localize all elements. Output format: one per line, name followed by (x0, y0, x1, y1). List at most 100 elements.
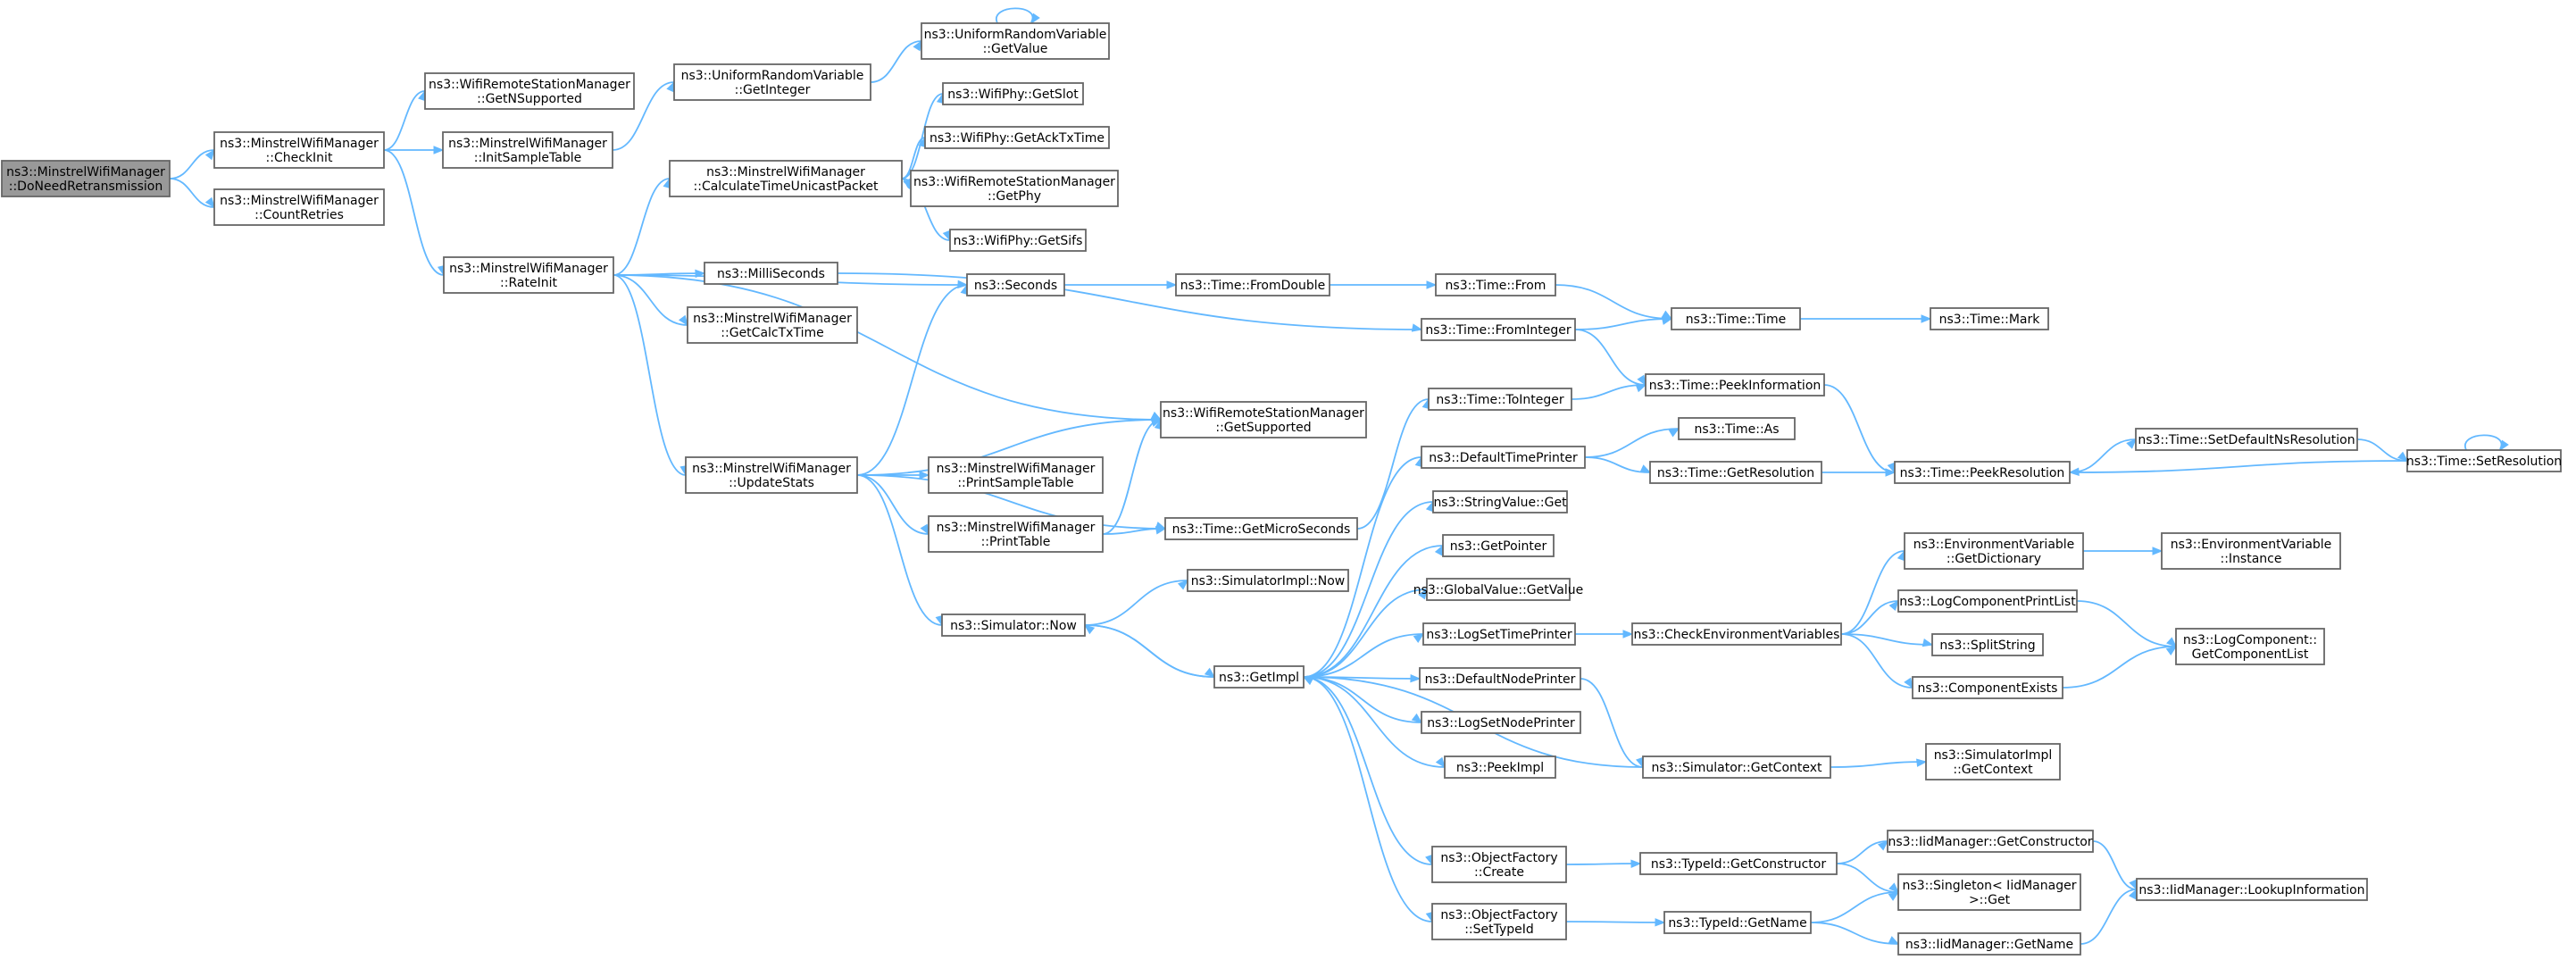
node-timeas[interactable]: ns3::Time::As (1678, 417, 1796, 440)
node-getpointer[interactable]: ns3::GetPointer (1442, 534, 1555, 557)
node-getimpl[interactable]: ns3::GetImpl (1213, 665, 1305, 689)
node-compexists[interactable]: ns3::ComponentExists (1912, 676, 2063, 699)
node-urv-getinteger[interactable]: ns3::UniformRandomVariable::GetInteger (673, 63, 871, 101)
node-getdictionary[interactable]: ns3::EnvironmentVariable::GetDictionary (1904, 532, 2084, 570)
node-label: ns3::Time::GetResolution (1657, 466, 1814, 480)
node-label: ns3::IidManager::GetName (1905, 938, 2073, 952)
node-box (1897, 589, 2078, 613)
node-timefrom[interactable]: ns3::Time::From (1435, 273, 1556, 296)
node-typeidgetname[interactable]: ns3::TypeId::GetName (1663, 911, 1812, 934)
edge-peekinfo-to-peekresolution (1823, 384, 1896, 474)
edge-peekresolution-to-setdefaultns (2069, 438, 2137, 473)
edge-doneed-to-countretries (169, 178, 215, 209)
node-calctime[interactable]: ns3::MinstrelWifiManager::CalculateTimeU… (669, 160, 903, 197)
node-box (1645, 373, 1825, 397)
node-singleton[interactable]: ns3::Singleton< IidManager >::Get (1897, 873, 2081, 911)
node-simgetcontext[interactable]: ns3::Simulator::GetContext (1642, 755, 1831, 779)
node-setdefaultns[interactable]: ns3::Time::SetDefaultNsResolution (2135, 428, 2358, 451)
edge-arrow (1204, 667, 1216, 678)
node-simimplnow[interactable]: ns3::SimulatorImpl::Now (1187, 569, 1349, 592)
node-timetime[interactable]: ns3::Time::Time (1671, 307, 1801, 330)
edge-line (1823, 384, 1896, 473)
edge-line (1580, 678, 1644, 768)
node-getslot[interactable]: ns3::WifiPhy::GetSlot (942, 82, 1084, 105)
edge-rateinit-to-updatestats (613, 274, 688, 477)
node-label: ns3::SplitString (1939, 639, 2035, 653)
node-milliseconds[interactable]: ns3::MilliSeconds (704, 262, 838, 285)
node-checkenv[interactable]: ns3::CheckEnvironmentVariables (1631, 622, 1842, 646)
node-peekinfo[interactable]: ns3::Time::PeekInformation (1645, 373, 1825, 397)
node-getphy[interactable]: ns3::WifiRemoteStationManager::GetPhy (910, 170, 1119, 207)
edge-line (613, 274, 687, 476)
edge-frominteger-to-timetime (1574, 316, 1673, 330)
node-initsample[interactable]: ns3::MinstrelWifiManager::InitSampleTabl… (442, 131, 613, 169)
node-doneed[interactable]: ns3::MinstrelWifiManager::DoNeedRetransm… (1, 160, 171, 197)
edge-typeidgetname-to-iidgetname (1810, 922, 1900, 945)
node-typeidgetctor[interactable]: ns3::TypeId::GetConstructor (1639, 852, 1838, 875)
node-setresolution[interactable]: ns3::Time::SetResolution (2406, 449, 2562, 472)
node-box (949, 229, 1087, 252)
node-simimplcontext[interactable]: ns3::SimulatorImpl::GetContext (1925, 743, 2061, 781)
node-box (687, 306, 858, 344)
node-checkinit[interactable]: ns3::MinstrelWifiManager::CheckInit (213, 131, 385, 169)
node-getresolution[interactable]: ns3::Time::GetResolution (1649, 461, 1822, 484)
node-defaulttimeprinter[interactable]: ns3::DefaultTimePrinter (1421, 446, 1586, 469)
node-urv-getvalue[interactable]: ns3::UniformRandomVariable::GetValue (921, 22, 1110, 60)
node-timemark[interactable]: ns3::Time::Mark (1930, 307, 2049, 330)
node-objfactsettype[interactable]: ns3::ObjectFactory::SetTypeId (1431, 903, 1567, 940)
edge-line (1303, 456, 1422, 678)
node-getacktx[interactable]: ns3::WifiPhy::GetAckTxTime (924, 126, 1110, 149)
edge-typeidgetname-to-singleton (1810, 891, 1900, 923)
node-iidgetname[interactable]: ns3::IidManager::GetName (1897, 932, 2081, 956)
edge-line (856, 474, 930, 535)
node-printsample[interactable]: ns3::MinstrelWifiManager::PrintSampleTab… (928, 456, 1104, 494)
node-box (1431, 903, 1567, 940)
node-printtable[interactable]: ns3::MinstrelWifiManager::PrintTable (928, 515, 1104, 553)
node-label: ns3::CheckEnvironmentVariables (1634, 628, 1840, 642)
edge-arrow (2152, 547, 2163, 555)
node-countretries[interactable]: ns3::MinstrelWifiManager::CountRetries (213, 188, 385, 226)
node-iidlookup[interactable]: ns3::IidManager::LookupInformation (2136, 878, 2368, 901)
node-peekresolution[interactable]: ns3::Time::PeekResolution (1894, 461, 2071, 484)
edge-defaulttimeprinter-to-getresolution (1584, 456, 1652, 473)
node-logsettime[interactable]: ns3::LogSetTimePrinter (1422, 622, 1576, 646)
edge-printtable-to-getsupported (1102, 418, 1163, 535)
edge-line (1303, 676, 1446, 768)
node-label: ns3::GlobalValue::GetValue (1413, 583, 1583, 597)
node-box (1442, 534, 1555, 557)
edge-setresolution-to-setresolution (2464, 434, 2509, 452)
node-tointeger[interactable]: ns3::Time::ToInteger (1428, 388, 1572, 411)
node-getcalctx[interactable]: ns3::MinstrelWifiManager::GetCalcTxTime (687, 306, 858, 344)
node-rateinit[interactable]: ns3::MinstrelWifiManager::RateInit (443, 256, 614, 294)
edge-line (383, 149, 445, 276)
edge-simgetcontext-to-simimplcontext (1830, 758, 1928, 768)
node-getnsupported[interactable]: ns3::WifiRemoteStationManager::GetNSuppo… (424, 72, 635, 110)
node-seconds[interactable]: ns3::Seconds (966, 273, 1065, 296)
node-defaultnodeprinter[interactable]: ns3::DefaultNodePrinter (1419, 667, 1581, 690)
node-stringvalue[interactable]: ns3::StringValue::Get (1432, 490, 1568, 513)
node-simnow[interactable]: ns3::Simulator::Now (941, 614, 1086, 637)
edge-timetime-to-timemark (1800, 314, 1932, 323)
node-iidgetctor[interactable]: ns3::IidManager::GetConstructor (1887, 830, 2094, 853)
node-getsupported[interactable]: ns3::WifiRemoteStationManager::GetSuppor… (1160, 401, 1367, 438)
node-peekimpl[interactable]: ns3::PeekImpl (1444, 755, 1556, 779)
node-splitstring[interactable]: ns3::SplitString (1931, 633, 2044, 656)
node-logcompprint[interactable]: ns3::LogComponentPrintList (1897, 589, 2078, 613)
node-fromdouble[interactable]: ns3::Time::FromDouble (1175, 273, 1330, 296)
node-getmicro[interactable]: ns3::Time::GetMicroSeconds (1164, 517, 1358, 540)
node-logcomplist[interactable]: ns3::LogComponent::GetComponentList (2175, 628, 2325, 665)
edge-milliseconds-to-frominteger (837, 272, 1423, 332)
node-box (1897, 932, 2081, 956)
node-getsifs[interactable]: ns3::WifiPhy::GetSifs (949, 229, 1087, 252)
edge-arrow (1418, 588, 1428, 600)
node-updatestats[interactable]: ns3::MinstrelWifiManager::UpdateStats (685, 456, 858, 494)
node-globalvalue[interactable]: ns3::GlobalValue::GetValue (1413, 578, 1583, 601)
node-envinstance[interactable]: ns3::EnvironmentVariable::Instance (2161, 532, 2341, 570)
node-box (1663, 911, 1812, 934)
edge-arrow (1637, 374, 1646, 387)
node-label: ::GetNSupported (477, 92, 582, 106)
node-frominteger[interactable]: ns3::Time::FromInteger (1421, 318, 1576, 341)
node-box (942, 82, 1084, 105)
node-objfactcreate[interactable]: ns3::ObjectFactory::Create (1431, 846, 1567, 883)
node-logsetnode[interactable]: ns3::LogSetNodePrinter (1421, 711, 1581, 734)
